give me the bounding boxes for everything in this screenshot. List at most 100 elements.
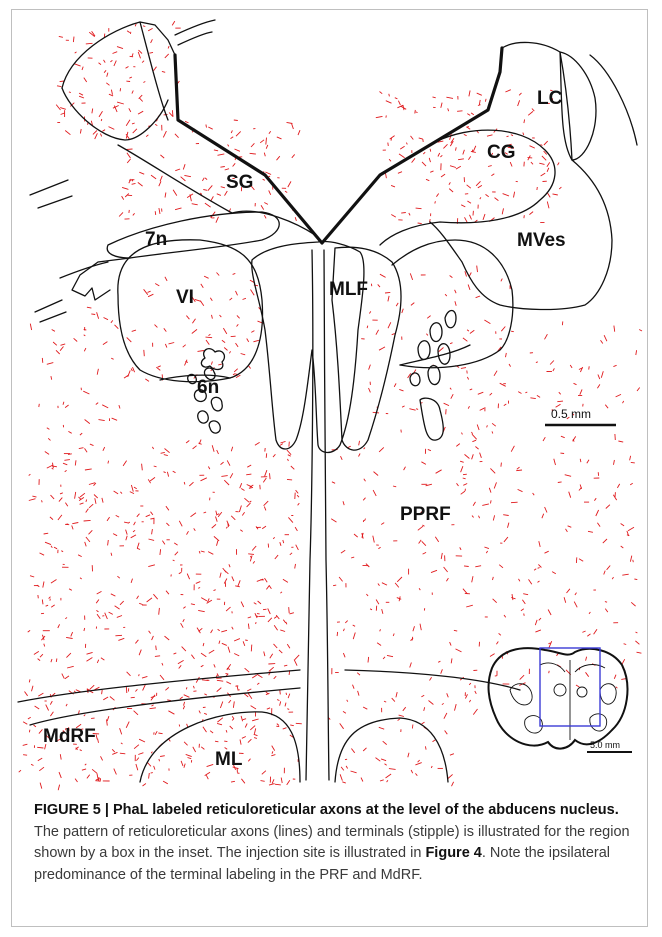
fiber-segment xyxy=(119,405,120,408)
fiber-segment xyxy=(192,319,195,324)
fiber-segment xyxy=(558,482,562,483)
fiber-segment xyxy=(115,325,119,329)
mlf-outline xyxy=(332,247,401,450)
fiber-segment xyxy=(291,466,295,469)
fiber-segment xyxy=(264,153,265,157)
caption-figure-ref[interactable]: Figure 4 xyxy=(425,845,481,861)
fiber-segment xyxy=(475,691,477,694)
fiber-segment xyxy=(184,695,190,698)
fiber-segment xyxy=(552,572,556,574)
fiber-segment xyxy=(135,640,138,644)
fiber-segment xyxy=(353,625,355,626)
fiber-segment xyxy=(381,759,386,761)
fiber-segment xyxy=(69,92,71,93)
fiber-segment xyxy=(285,191,287,192)
fiber-segment xyxy=(111,358,113,359)
fiber-segment xyxy=(122,187,128,189)
fiber-segment xyxy=(84,628,85,631)
fiber-segment xyxy=(219,641,220,644)
fiber-segment xyxy=(189,482,193,486)
fiber-segment xyxy=(376,600,379,605)
fiber-segment xyxy=(508,523,509,528)
fiber-segment xyxy=(274,625,277,630)
fiber-segment xyxy=(475,447,478,450)
fiber-segment xyxy=(19,770,21,772)
fiber-segment xyxy=(205,203,211,207)
fiber-segment xyxy=(139,95,143,99)
fiber-segment xyxy=(98,739,99,743)
fiber-segment xyxy=(280,690,281,694)
fiber-segment xyxy=(637,652,642,653)
fiber-segment xyxy=(182,647,186,652)
fiber-segment xyxy=(38,659,41,661)
fiber-segment xyxy=(129,179,131,183)
fiber-segment xyxy=(252,719,259,721)
fiber-segment xyxy=(343,501,344,505)
fiber-segment xyxy=(28,630,30,632)
fiber-segment xyxy=(175,208,181,210)
fiber-segment xyxy=(120,753,125,754)
fiber-segment xyxy=(418,526,423,530)
fiber-segment xyxy=(79,96,84,98)
fiber-segment xyxy=(467,201,471,203)
fiber-segment xyxy=(290,613,294,614)
fiber-segment xyxy=(538,568,540,569)
fiber-segment xyxy=(538,581,540,582)
fiber-segment xyxy=(80,493,85,497)
fiber-segment xyxy=(553,194,558,195)
fiber-segment xyxy=(60,347,63,351)
fiber-segment xyxy=(149,52,153,53)
fiber-segment xyxy=(75,779,77,782)
fiber-segment xyxy=(165,636,170,640)
fiber-segment xyxy=(97,591,102,594)
fiber-segment xyxy=(223,328,226,334)
fiber-segment xyxy=(290,553,292,555)
fiber-segment xyxy=(601,340,603,343)
fiber-segment xyxy=(181,761,183,766)
fiber-segment xyxy=(386,774,392,778)
fiber-segment xyxy=(446,578,448,581)
fiber-segment xyxy=(134,487,137,489)
fiber-segment xyxy=(361,778,363,782)
fiber-segment xyxy=(387,655,393,656)
fiber-segment xyxy=(238,580,240,586)
label-sg: SG xyxy=(226,172,253,193)
fiber-segment xyxy=(274,644,278,648)
fiber-segment xyxy=(445,294,447,296)
fiber-segment xyxy=(226,682,231,684)
fiber-segment xyxy=(35,706,40,709)
fiber-segment xyxy=(44,533,49,534)
fiber-segment xyxy=(518,100,520,106)
fiber-segment xyxy=(472,432,473,434)
fiber-segment xyxy=(69,589,72,591)
fiber-segment xyxy=(465,694,467,698)
fiber-segment xyxy=(254,728,255,734)
fiber-segment xyxy=(390,136,395,140)
fiber-segment xyxy=(133,530,135,532)
fiber-segment xyxy=(106,83,109,86)
fiber-segment xyxy=(231,781,235,782)
fiber-segment xyxy=(425,746,426,749)
fiber-segment xyxy=(286,622,287,624)
fiber-segment xyxy=(207,764,214,766)
fiber-segment xyxy=(206,337,213,338)
fiber-segment xyxy=(163,131,166,137)
fiber-segment xyxy=(159,759,160,761)
brainstem-drawing: SG CG LC MVes 7n VI MLF 6n PPRF MdRF ML … xyxy=(11,9,648,794)
fiber-segment xyxy=(280,441,285,443)
fiber-segment xyxy=(450,276,453,278)
fiber-segment xyxy=(159,181,161,186)
fiber-segment xyxy=(543,437,545,441)
fiber-segment xyxy=(96,403,98,405)
fiber-segment xyxy=(97,369,98,375)
fiber-segment xyxy=(630,483,633,485)
fiber-segment xyxy=(38,693,43,696)
fiber-segment xyxy=(503,194,509,196)
fiber-segment xyxy=(594,498,596,501)
fiber-segment xyxy=(236,131,241,136)
fiber-segment xyxy=(85,420,90,424)
fiber-segment xyxy=(42,358,43,363)
fiber-segment xyxy=(496,642,498,645)
fiber-segment xyxy=(294,660,297,666)
fiber-segment xyxy=(140,98,143,101)
